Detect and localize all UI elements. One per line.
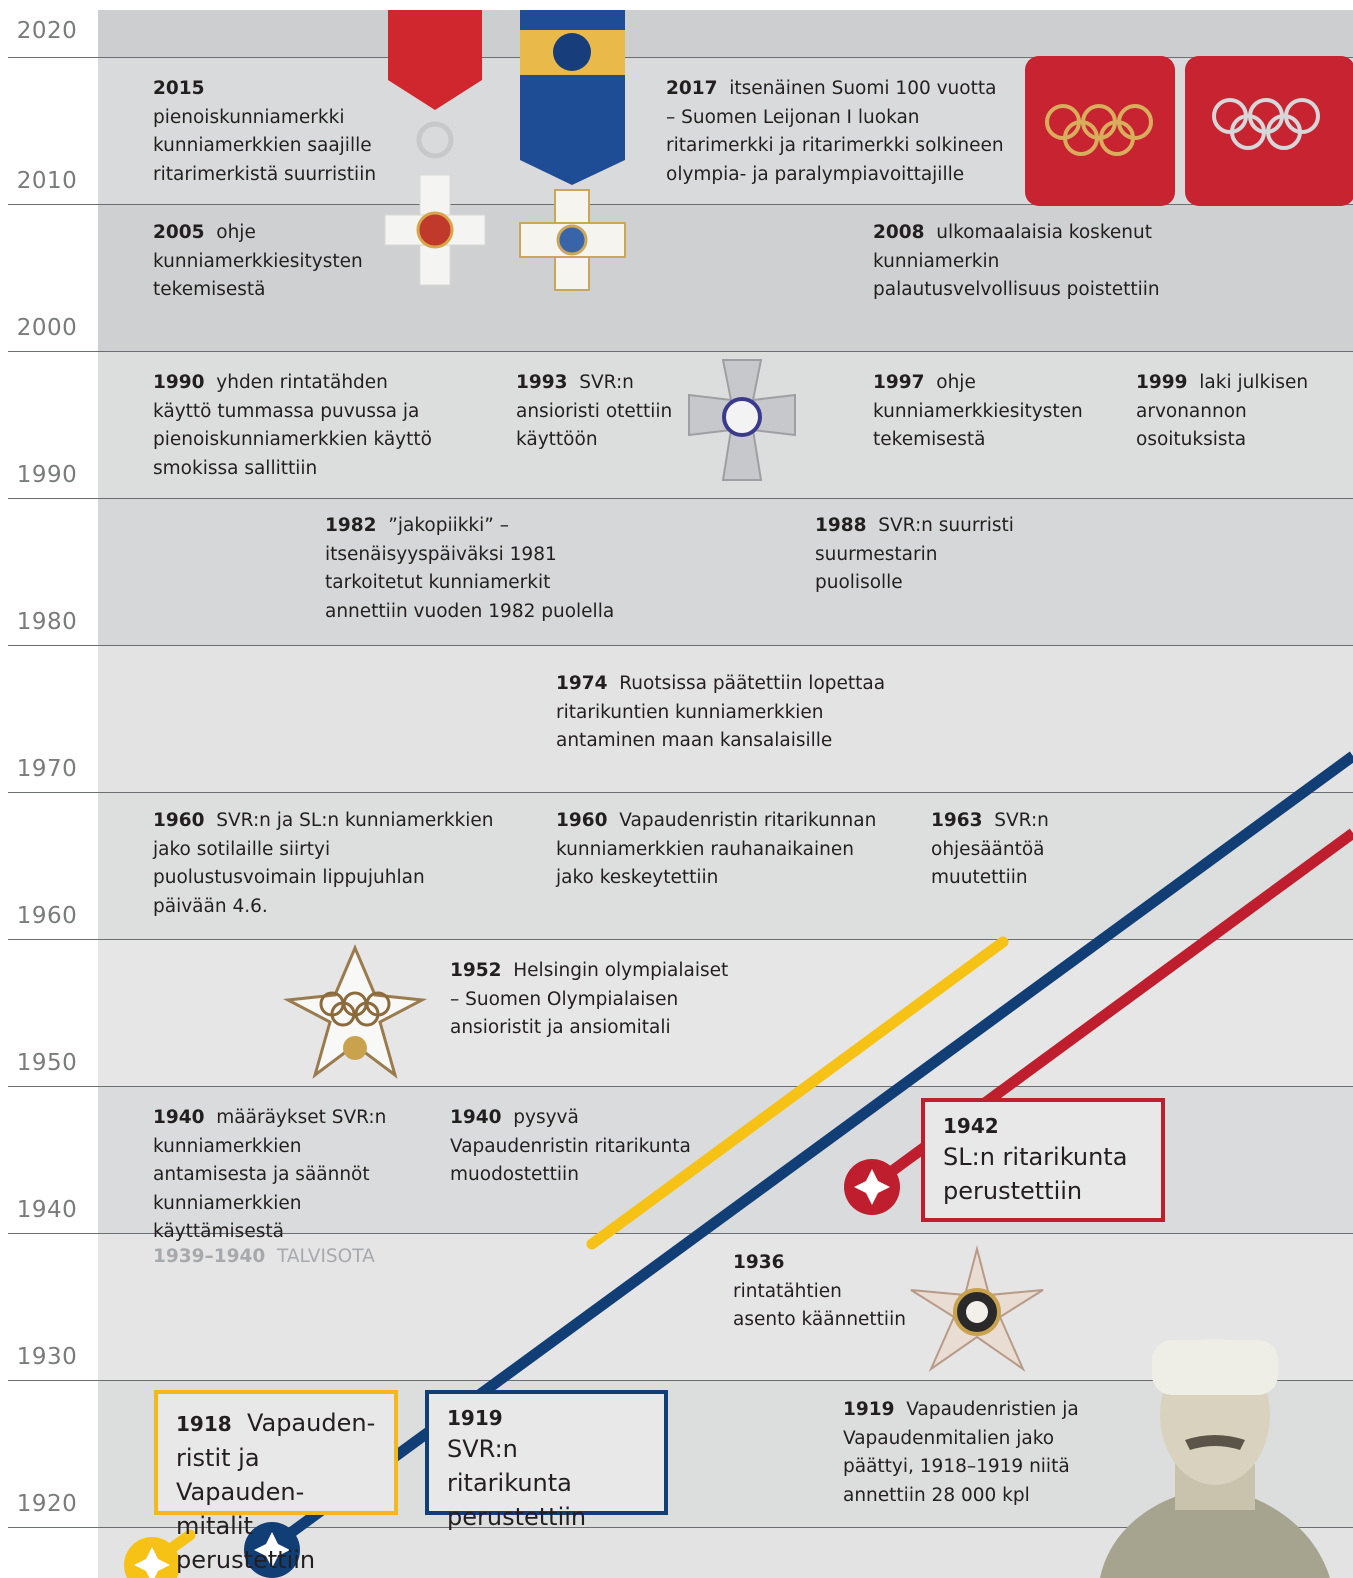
- event-1999: 1999 laki julkisen arvonannon osoituksis…: [1136, 372, 1309, 450]
- event-talvisota: 1939–1940 TALVISOTA: [153, 1246, 375, 1267]
- year-label-1950: 1950: [16, 1050, 78, 1076]
- rule-1940: [8, 1086, 1353, 1087]
- rule-1960: [8, 792, 1353, 793]
- event-1940-b: 1940 pysyvä Vapaudenristin ritarikunta m…: [450, 1107, 691, 1185]
- vapaudenristi-line: [586, 936, 1009, 1250]
- rule-1990: [8, 351, 1353, 352]
- year-label-1940: 1940: [16, 1197, 78, 1223]
- event-1990: 1990 yhden rintatähden käyttö tummassa p…: [153, 372, 432, 479]
- event-2017: 2017 itsenäinen Suomi 100 vuotta – Suome…: [666, 78, 1004, 185]
- event-2008: 2008 ulkomaalaisia koskenut kunniamerkin…: [873, 222, 1160, 300]
- year-label-1990: 1990: [16, 462, 78, 488]
- olympic-ribbons-icon: [1025, 56, 1353, 206]
- medal-ribbon-blue-icon: [519, 10, 626, 291]
- event-1982: 1982 ”jakopiikki” – itsenäisyyspäiväksi …: [325, 515, 615, 622]
- event-1960-b: 1960 Vapaudenristin ritarikunnan kunniam…: [556, 810, 877, 888]
- year-label-1920: 1920: [16, 1491, 78, 1517]
- year-label-2000: 2000: [16, 315, 78, 341]
- year-label-2020: 2020: [16, 18, 78, 44]
- event-1974: 1974 Ruotsissa päätettiin lopettaa ritar…: [556, 673, 886, 751]
- rule-1970: [8, 645, 1353, 646]
- event-1952: 1952 Helsingin olympialaiset – Suomen Ol…: [450, 960, 729, 1038]
- medal-ribbon-red-icon: [384, 10, 486, 286]
- rule-1920: [8, 1380, 1353, 1381]
- event-1960-a: 1960 SVR:n ja SL:n kunniamerkkien jako s…: [153, 810, 494, 917]
- rule-1910: [8, 1527, 1353, 1528]
- rule-1950: [8, 939, 1353, 940]
- svr-merit-cross-icon: [688, 359, 796, 481]
- event-1997: 1997 ohje kunniamerkkiesitysten tekemise…: [873, 372, 1083, 450]
- vapaudenristi-cross-icon: [124, 1537, 180, 1578]
- year-label-1960: 1960: [16, 903, 78, 929]
- year-label-1970: 1970: [16, 756, 78, 782]
- band-1970: [98, 645, 1353, 792]
- rule-2000: [8, 204, 1353, 205]
- year-label-1930: 1930: [16, 1344, 78, 1370]
- event-1963: 1963 SVR:n ohjesääntöä muutettiin: [931, 810, 1049, 888]
- rule-1930: [8, 1233, 1353, 1234]
- year-label-1980: 1980: [16, 609, 78, 635]
- event-1919-b: 1919 Vapaudenristien ja Vapaudenmitalien…: [843, 1399, 1079, 1506]
- event-1988: 1988 SVR:n suurristi suurmestarin puolis…: [815, 515, 1014, 593]
- band-1950: [98, 939, 1353, 1086]
- sl-cross-icon: [844, 1159, 900, 1215]
- founding-box-1918: 1918 Vapauden-ristit ja Vapauden-mitalit…: [154, 1390, 398, 1574]
- event-2005: 2005 ohje kunniamerkkiesitysten tekemise…: [153, 222, 363, 300]
- rule-2010: [8, 57, 1353, 58]
- breast-star-icon: [910, 1245, 1044, 1372]
- band-2020: [98, 10, 1353, 57]
- svr-cross-icon: [244, 1522, 300, 1578]
- rule-1980: [8, 498, 1353, 499]
- year-label-2010: 2010: [16, 168, 78, 194]
- event-1940-a: 1940 määräykset SVR:n kunniamerkkien ant…: [153, 1107, 387, 1242]
- band-1980: [98, 498, 1353, 645]
- band-2000: [98, 204, 1353, 351]
- olympic-ribbon-gold-icon: [1025, 56, 1175, 206]
- olympic-merit-cross-icon: [282, 944, 428, 1079]
- band-1930: [98, 1233, 1353, 1380]
- event-1993: 1993 SVR:n ansioristi otettiin käyttöön: [516, 372, 673, 450]
- portrait-photo: [1100, 1338, 1330, 1578]
